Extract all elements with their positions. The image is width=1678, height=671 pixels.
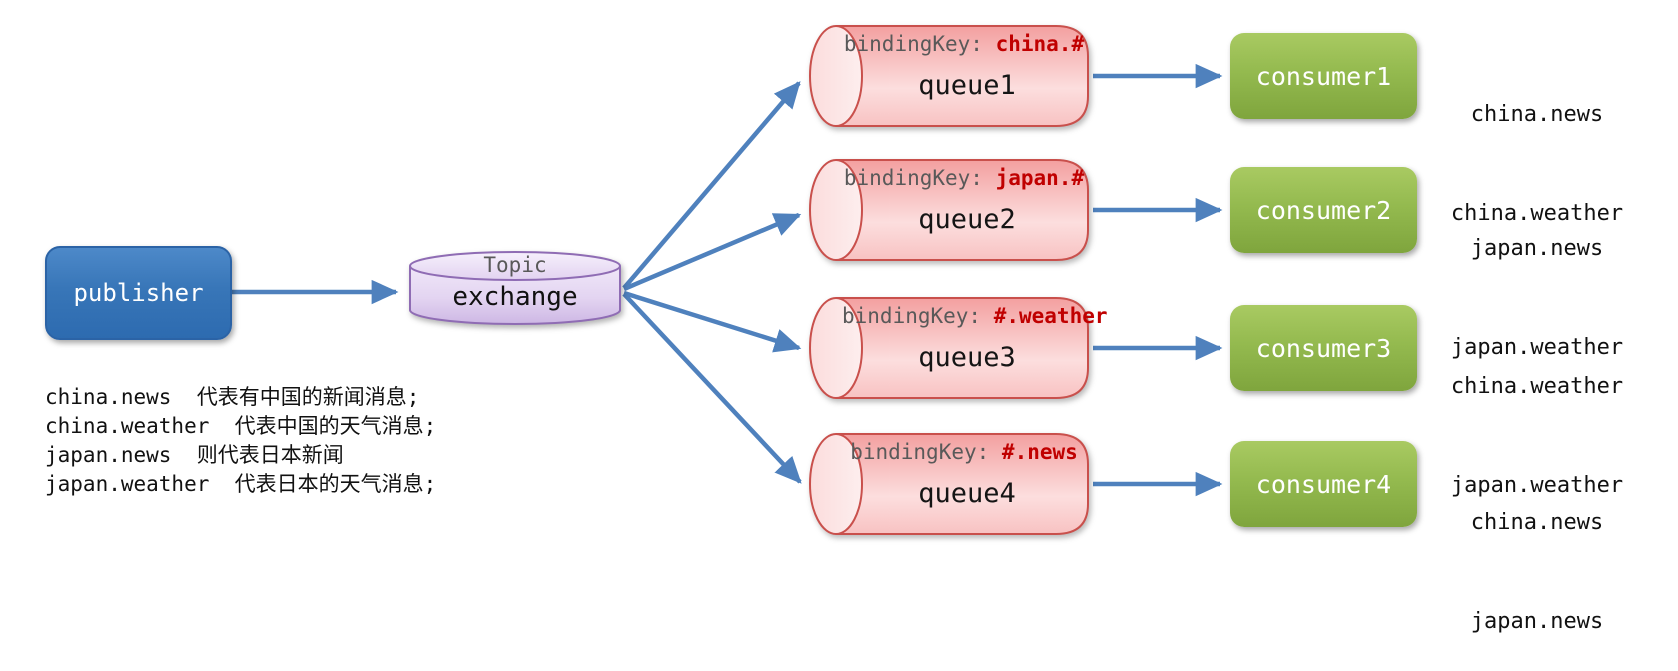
consumer3-routing-keys: china.weather japan.weather <box>1432 304 1642 535</box>
routing-key: china.weather <box>1450 374 1624 399</box>
queue4-node: bindingKey: #.news queue4 <box>808 432 1090 536</box>
binding-key-value: china.# <box>995 32 1085 56</box>
topic-exchange-diagram: { "publisher": { "label": "publisher" },… <box>45 24 1642 634</box>
queue3-node: bindingKey: #.weather queue3 <box>808 296 1108 400</box>
routing-key: china.news <box>1470 102 1604 127</box>
binding-key-prefix: bindingKey: <box>850 440 1002 464</box>
queue1-name: queue1 <box>918 70 1016 101</box>
legend-line: japan.news 则代表日本新闻 <box>45 443 344 467</box>
queue-cylinder-shape <box>809 433 1089 535</box>
queue4-binding-key: bindingKey: #.news <box>842 440 1086 464</box>
queue1-binding-key: bindingKey: china.# <box>842 32 1086 56</box>
queue-cylinder-shape <box>809 159 1089 261</box>
queue1-node: bindingKey: china.# queue1 <box>808 24 1090 128</box>
consumer3-node: consumer3 <box>1230 305 1417 391</box>
publisher-label: publisher <box>73 279 204 307</box>
exchange-type-label: Topic <box>483 253 547 277</box>
arrow-exchange-to-queue4 <box>622 292 802 484</box>
binding-key-value: japan.# <box>995 166 1085 190</box>
legend-line: japan.weather 代表日本的天气消息; <box>45 472 437 496</box>
routing-key: china.news <box>1470 510 1604 535</box>
queue4-name: queue4 <box>918 478 1016 509</box>
consumer2-node: consumer2 <box>1230 167 1417 253</box>
binding-key-prefix: bindingKey: <box>843 32 996 56</box>
consumer4-label: consumer4 <box>1255 469 1392 499</box>
routing-key: japan.weather <box>1450 335 1624 360</box>
legend-line: china.news 代表有中国的新闻消息; <box>45 385 420 409</box>
routing-key: japan.news <box>1470 236 1604 261</box>
exchange-node: Topic exchange <box>408 250 622 334</box>
arrow-exchange-to-queue1 <box>622 81 801 290</box>
consumer4-routing-keys: china.news japan.news <box>1432 440 1642 671</box>
queue3-name: queue3 <box>918 342 1016 373</box>
arrow-exchange-to-queue2 <box>623 212 802 292</box>
consumer2-label: consumer2 <box>1255 195 1392 225</box>
consumer1-label: consumer1 <box>1255 61 1392 91</box>
routing-key: japan.news <box>1470 609 1604 634</box>
routing-key-legend: china.news 代表有中国的新闻消息; china.weather 代表中… <box>45 383 436 499</box>
legend-line: china.weather 代表中国的天气消息; <box>45 414 437 438</box>
queue-cylinder-shape <box>809 297 1089 399</box>
queue3-binding-key: bindingKey: #.weather <box>842 304 1108 328</box>
routing-key: china.weather <box>1450 201 1624 226</box>
exchange-cylinder-shape <box>409 251 621 325</box>
consumer3-label: consumer3 <box>1255 333 1392 363</box>
exchange-name-label: exchange <box>452 282 578 312</box>
binding-key-prefix: bindingKey: <box>842 304 994 328</box>
binding-key-value: #.news <box>1001 440 1078 464</box>
consumer1-node: consumer1 <box>1230 33 1417 119</box>
binding-key-prefix: bindingKey: <box>843 166 996 190</box>
consumer2-routing-keys: japan.news japan.weather <box>1432 166 1642 397</box>
consumer1-routing-keys: china.news china.weather <box>1432 32 1642 263</box>
queue2-name: queue2 <box>918 204 1016 235</box>
binding-key-value: #.weather <box>993 304 1108 328</box>
arrow-exchange-to-queue3 <box>623 290 802 353</box>
queue2-binding-key: bindingKey: japan.# <box>842 166 1086 190</box>
consumer4-node: consumer4 <box>1230 441 1417 527</box>
queue-cylinder-shape <box>809 25 1089 127</box>
routing-key: japan.weather <box>1450 473 1624 498</box>
publisher-node: publisher <box>45 246 232 340</box>
queue2-node: bindingKey: japan.# queue2 <box>808 158 1090 262</box>
